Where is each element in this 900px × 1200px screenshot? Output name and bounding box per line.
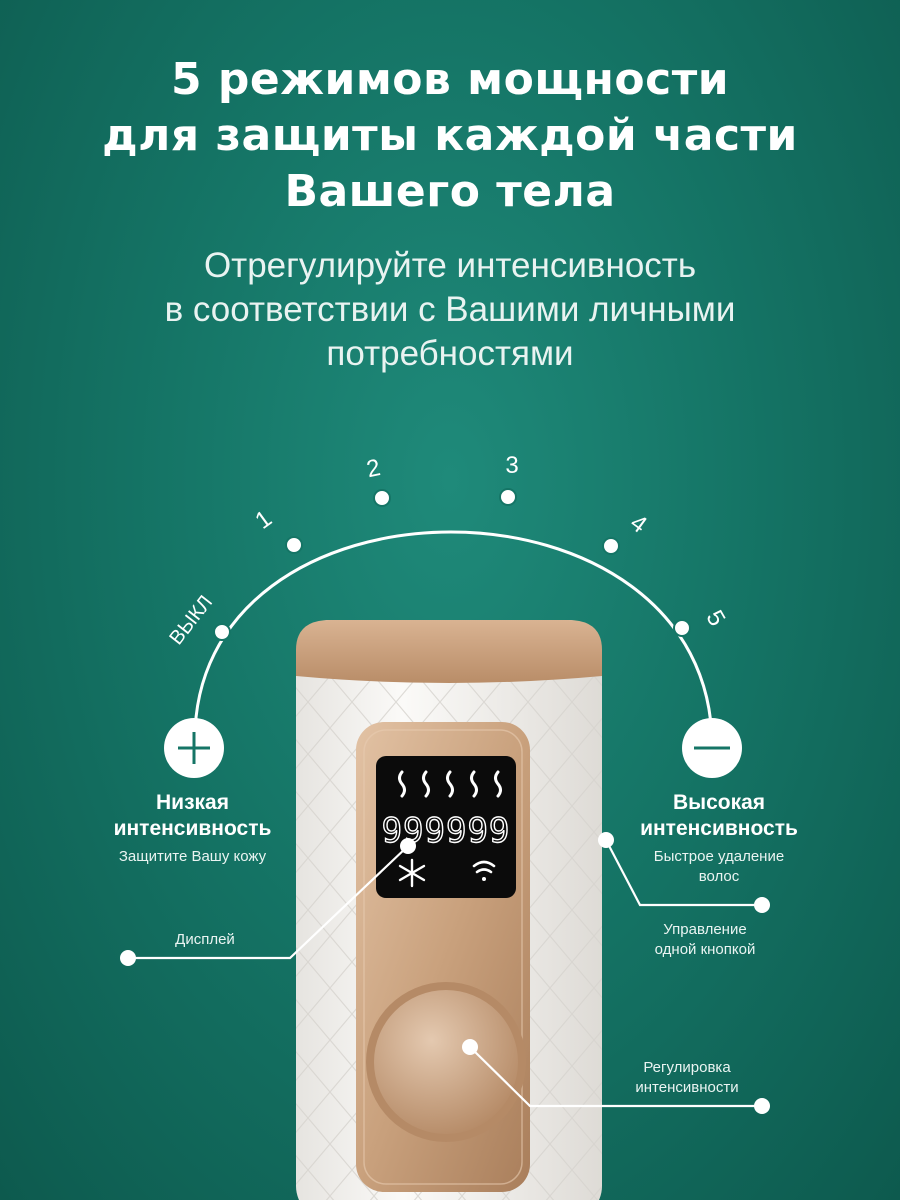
- one-button-point-dot: [598, 832, 614, 848]
- minus-icon: [682, 718, 742, 778]
- title-line-2: для защиты каждой части: [102, 110, 798, 161]
- high-intensity-caption-line1: Быстрое удаление: [653, 848, 785, 865]
- low-intensity-caption: Защитите Вашу кожу: [118, 848, 267, 865]
- high-intensity-title-line1: Высокая: [672, 791, 766, 814]
- intensity-point-dot: [462, 1039, 478, 1055]
- mark-3-dot: [499, 488, 517, 506]
- display-callout-dot: [120, 950, 136, 966]
- intensity-callout-dot: [754, 1098, 770, 1114]
- high-intensity-title-line2: интенсивность: [640, 817, 798, 840]
- subtitle-line-3: потребностями: [326, 334, 574, 373]
- mark-4-dot: [602, 537, 620, 555]
- one-button-callout-dot: [754, 897, 770, 913]
- one-button-label-line2: одной кнопкой: [654, 941, 756, 958]
- mark-2-label: 2: [364, 454, 383, 483]
- wavy-flash-icon: [398, 770, 502, 798]
- mark-3-label: 3: [505, 452, 518, 479]
- display-callout-line: [128, 845, 409, 960]
- plus-icon: [164, 718, 224, 778]
- low-intensity-title-line1: Низкая: [156, 791, 229, 814]
- display-label: Дисплей: [175, 931, 235, 948]
- mark-1-label: 1: [250, 505, 277, 535]
- subtitle-line-2: в соответствии с Вашими личными: [164, 290, 736, 329]
- intensity-adjust-label: Регулировка интенсивности: [592, 1058, 782, 1098]
- intensity-adjust-label-line1: Регулировка: [643, 1059, 731, 1076]
- mark-4-label: 4: [625, 509, 652, 539]
- mark-5-dot: [673, 619, 691, 637]
- signal-icon: [472, 860, 496, 881]
- one-button-label: Управление одной кнопкой: [610, 920, 800, 960]
- title-line-3: Вашего тела: [284, 166, 616, 217]
- mark-2-dot: [373, 489, 391, 507]
- page-title: 5 режимов мощности для защиты каждой час…: [0, 52, 900, 220]
- snowflake-icon: [398, 858, 426, 888]
- mark-5-label: 5: [700, 606, 730, 631]
- high-intensity-caption-line2: волос: [698, 868, 740, 885]
- page-subtitle: Отрегулируйте интенсивность в соответств…: [0, 244, 900, 376]
- one-button-label-line1: Управление: [663, 921, 747, 938]
- low-intensity-title-line2: интенсивность: [113, 817, 272, 840]
- mark-1-dot: [285, 536, 303, 554]
- intensity-adjust-label-line2: интенсивности: [635, 1079, 739, 1096]
- device-body: 999999: [296, 620, 602, 1200]
- one-button-callout-line: [605, 839, 762, 907]
- high-intensity-title: Высокая интенсивность: [608, 790, 830, 842]
- high-intensity-caption: Быстрое удаление волос: [608, 847, 830, 887]
- display-point-dot: [400, 838, 416, 854]
- mark-off-dot: [213, 623, 231, 641]
- mark-off-label: ВЫКЛ: [165, 592, 217, 650]
- subtitle-line-1: Отрегулируйте интенсивность: [203, 246, 697, 285]
- low-intensity-title: Низкая интенсивность: [70, 790, 315, 842]
- intensity-callout-line: [469, 1046, 762, 1108]
- title-line-1: 5 режимов мощности: [170, 54, 730, 105]
